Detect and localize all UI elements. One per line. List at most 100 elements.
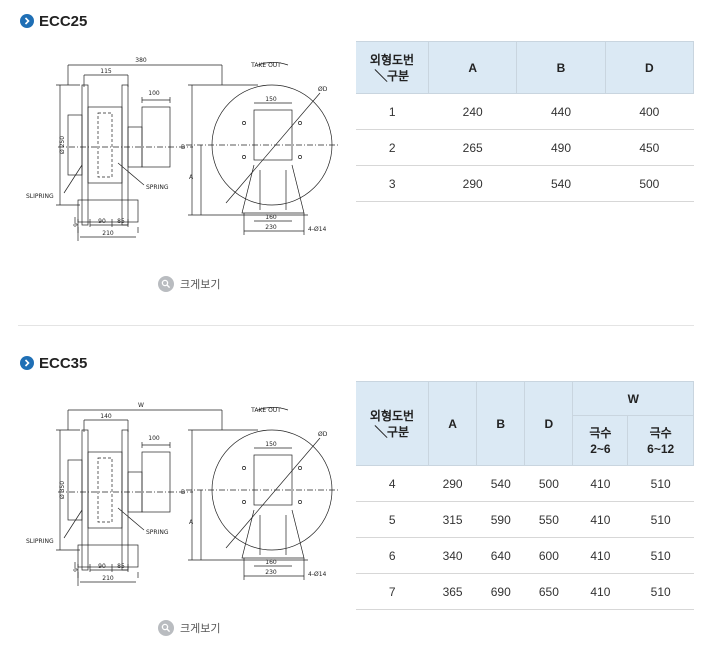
- label-b: B: [181, 144, 185, 151]
- table-cell: 540: [476, 465, 525, 502]
- header-cell: D: [524, 381, 574, 466]
- table-cell: 650: [524, 573, 573, 610]
- section-ecc35: ECC35: [0, 340, 707, 660]
- table-cell: 290: [428, 165, 517, 202]
- section-title: ECC25: [20, 12, 87, 30]
- dim-bottom-a: 90: [98, 218, 106, 225]
- dim-bottom-total: 210: [102, 575, 114, 582]
- table-cell: 6: [356, 537, 429, 574]
- table-cell: 410: [572, 537, 628, 574]
- dim-width: W: [138, 402, 144, 409]
- label-a: A: [189, 519, 194, 526]
- label-dia-d: ØD: [318, 431, 328, 438]
- table-cell: 410: [572, 465, 628, 502]
- dim-front-top: 150: [265, 441, 277, 448]
- table-row: 5 315 590 550 410 510: [356, 501, 694, 538]
- table-cell: 510: [627, 501, 694, 538]
- chevron-right-icon: [20, 14, 34, 28]
- table-cell: 340: [428, 537, 477, 574]
- dimension-drawing: 380 115 100 Ø 250 90 85 210 9 SLIPRING S…: [26, 57, 338, 241]
- dim-diameter: Ø 350: [59, 481, 66, 499]
- label-dia-d: ØD: [318, 86, 328, 93]
- dim-front-top: 150: [265, 96, 277, 103]
- table-row: 7 365 690 650 410 510: [356, 573, 694, 610]
- table-cell: 500: [524, 465, 573, 502]
- table-cell: 5: [356, 501, 429, 538]
- dimension-drawing: W 140 100 Ø 350 90 85 210 9 SLIPRING SPR…: [26, 402, 338, 586]
- label-spring: SPRING: [146, 184, 169, 191]
- dim-front-bottom: 230: [265, 224, 277, 231]
- table-cell: 4: [356, 465, 429, 502]
- dim-width: 380: [135, 57, 147, 64]
- table-cell: 600: [524, 537, 573, 574]
- table-cell: 510: [627, 537, 694, 574]
- section-title: ECC35: [20, 354, 87, 372]
- header-cell: 외형도번 ╲구분: [356, 381, 429, 466]
- header-cell: A: [427, 381, 478, 466]
- header-cell: 극수 6~12: [627, 415, 694, 466]
- section-divider: [18, 325, 694, 326]
- label-slipring: SLIPRING: [26, 538, 54, 545]
- label-spring: SPRING: [146, 529, 169, 536]
- chevron-right-icon: [20, 356, 34, 370]
- dim-bottom-a: 90: [98, 563, 106, 570]
- label-take-out: TAKE OUT: [250, 407, 281, 414]
- dim-front-mid: 160: [265, 559, 277, 566]
- section-ecc25: ECC25: [0, 0, 707, 320]
- magnifier-icon: [158, 620, 174, 636]
- header-cell: A: [427, 41, 518, 94]
- table-cell: 240: [428, 93, 517, 130]
- table-row: 1 240 440 400: [356, 93, 694, 130]
- table-cell: 400: [605, 93, 694, 130]
- dim-bottom-b: 85: [117, 563, 125, 570]
- header-cell: D: [604, 41, 695, 94]
- table-cell: 440: [516, 93, 606, 130]
- zoom-button[interactable]: 크게보기: [158, 620, 220, 636]
- table-cell: 365: [428, 573, 477, 610]
- table-cell: 450: [605, 129, 694, 166]
- spec-table: 외형도번 ╲구분 A B D W 극수 2~6 극수 6~12 4 290 54…: [356, 381, 694, 610]
- table-cell: 510: [627, 573, 694, 610]
- magnifier-icon: [158, 276, 174, 292]
- label-b: B: [181, 489, 185, 496]
- table-row: 4 290 540 500 410 510: [356, 465, 694, 502]
- dim-front-bottom: 230: [265, 569, 277, 576]
- table-cell: 410: [572, 501, 628, 538]
- label-slipring: SLIPRING: [26, 193, 54, 200]
- table-row: 3 290 540 500: [356, 165, 694, 202]
- label-take-out: TAKE OUT: [250, 62, 281, 69]
- table-cell: 690: [476, 573, 525, 610]
- dim-side: 100: [148, 90, 160, 97]
- header-cell: 극수 2~6: [572, 415, 629, 466]
- dim-front-mid: 160: [265, 214, 277, 221]
- table-row: 2 265 490 450: [356, 129, 694, 166]
- section-title-text: ECC35: [39, 354, 88, 372]
- header-cell: B: [516, 41, 606, 94]
- section-title-text: ECC25: [39, 12, 88, 30]
- dim-diameter: Ø 250: [59, 136, 66, 154]
- dim-side: 100: [148, 435, 160, 442]
- table-cell: 490: [516, 129, 606, 166]
- table-cell: 2: [356, 129, 429, 166]
- table-cell: 590: [476, 501, 525, 538]
- table-cell: 265: [428, 129, 517, 166]
- zoom-label: 크게보기: [180, 279, 221, 291]
- dim-small: 9: [73, 223, 80, 227]
- dim-hole: 4-Ø14: [308, 226, 327, 233]
- dim-small: 9: [73, 568, 80, 572]
- header-cell: W: [572, 381, 694, 416]
- table-cell: 410: [572, 573, 628, 610]
- table-cell: 3: [356, 165, 429, 202]
- table-cell: 1: [356, 93, 429, 130]
- spec-table: 외형도번 ╲구분 A B D 1 240 440 400 2 265 490 4…: [356, 41, 695, 202]
- table-cell: 315: [428, 501, 477, 538]
- header-cell: B: [476, 381, 526, 466]
- dim-inner: 140: [100, 413, 112, 420]
- dim-hole: 4-Ø14: [308, 571, 327, 578]
- table-cell: 290: [428, 465, 477, 502]
- header-cell: 외형도번 ╲구분: [356, 41, 429, 94]
- zoom-button[interactable]: 크게보기: [158, 276, 220, 292]
- zoom-label: 크게보기: [180, 623, 221, 635]
- table-cell: 540: [516, 165, 606, 202]
- table-row: 6 340 640 600 410 510: [356, 537, 694, 574]
